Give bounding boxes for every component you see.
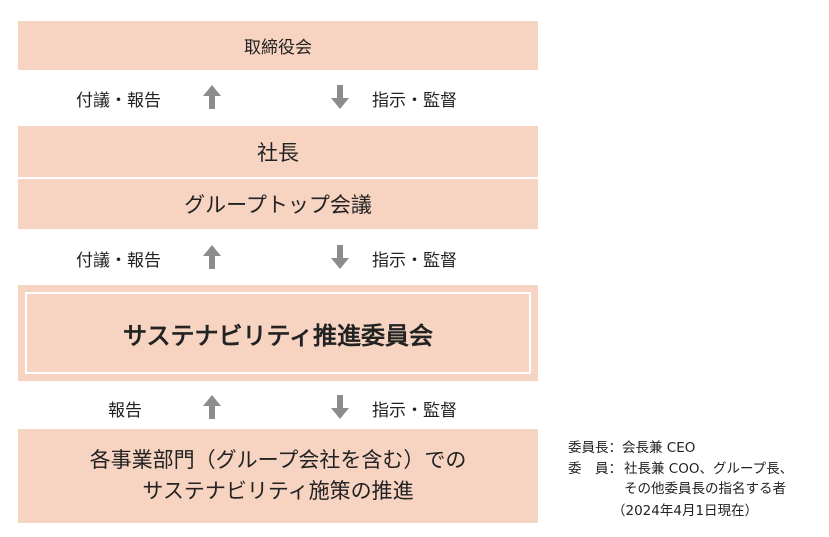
report-label-3: 報告 [108,401,142,421]
sustainability-committee-box: サステナビリティ推進委員会 [18,285,538,381]
business-line-2: サステナビリティ施策の推進 [142,479,414,503]
committee-inner-border [25,292,531,374]
committee-label: サステナビリティ推進委員会 [122,321,434,350]
business-line-1: 各事業部門（グループ会社を含む）での [89,448,467,472]
business-divisions-box: 各事業部門（グループ会社を含む）での サステナビリティ施策の推進 [18,429,538,523]
president-box: 社長 [18,126,538,177]
president-label: 社長 [257,140,299,165]
up-arrow-icon [203,395,221,419]
group-meeting-label: グループトップ会議 [184,193,372,217]
board-of-directors-box: 取締役会 [18,21,538,70]
down-arrow-icon [331,395,349,419]
note-members-line-1: 社長兼 COO、グループ長、 [624,461,794,477]
down-arrow-icon [331,85,349,109]
instruct-label-1: 指示・監督 [372,91,457,111]
instruct-label-3: 指示・監督 [372,401,457,421]
up-arrow-icon [203,245,221,269]
note-members-key: 委 員： [568,461,622,477]
instruct-label-2: 指示・監督 [372,251,457,271]
note-chair: 委員長：会長兼 CEO [568,440,696,456]
down-arrow-icon [331,245,349,269]
board-label: 取締役会 [244,38,312,58]
note-members-line-2: その他委員長の指名する者 [624,481,786,497]
group-top-meeting-box: グループトップ会議 [18,179,538,229]
up-arrow-icon [203,85,221,109]
note-as-of-date: （2024年4月1日現在） [612,503,759,519]
report-label-2: 付議・報告 [76,251,161,271]
report-label-1: 付議・報告 [76,91,161,111]
